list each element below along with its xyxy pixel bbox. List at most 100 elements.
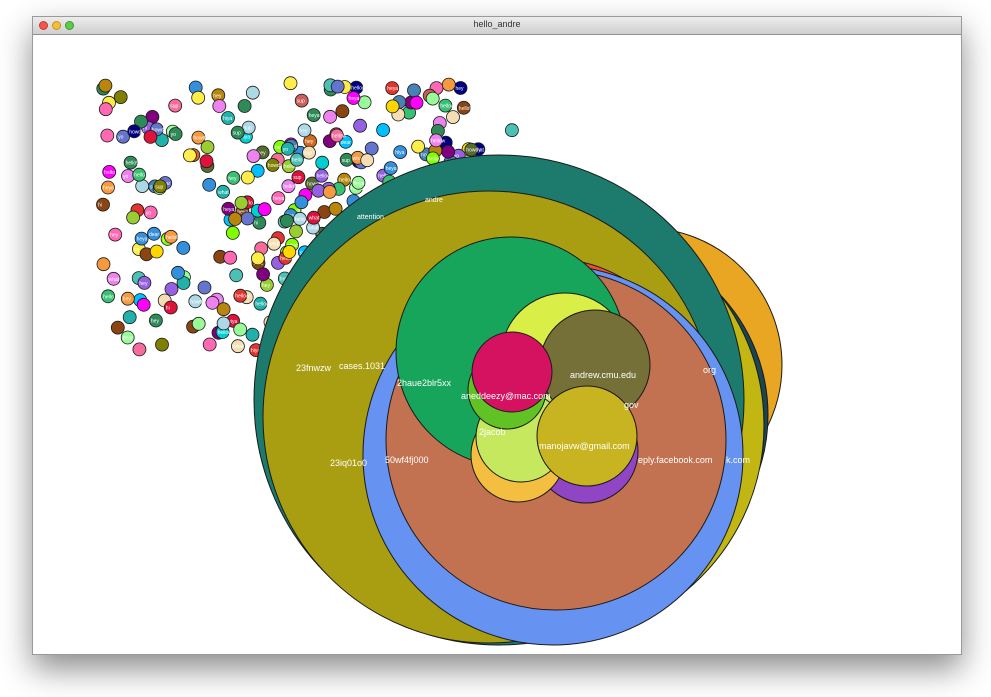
- zoom-window-button[interactable]: [65, 21, 74, 30]
- small-bubble[interactable]: [126, 210, 140, 225]
- small-bubble[interactable]: [212, 99, 227, 113]
- small-bubble[interactable]: [294, 195, 309, 210]
- small-bubble[interactable]: [353, 118, 368, 133]
- small-bubble[interactable]: what: [306, 210, 321, 225]
- small-bubble[interactable]: hi: [252, 215, 267, 230]
- small-bubble[interactable]: [149, 244, 164, 259]
- small-bubble[interactable]: sup: [294, 93, 309, 108]
- small-bubble[interactable]: [441, 77, 456, 92]
- small-bubble[interactable]: [425, 91, 440, 106]
- small-bubble[interactable]: [216, 316, 231, 331]
- small-bubble[interactable]: [98, 78, 113, 93]
- small-bubble[interactable]: hey: [226, 170, 241, 185]
- small-bubble[interactable]: sup: [153, 179, 168, 194]
- small-bubble[interactable]: [182, 148, 197, 163]
- minimize-window-button[interactable]: [52, 21, 61, 30]
- small-bubble[interactable]: yo: [280, 141, 295, 156]
- small-bubble[interactable]: [376, 123, 391, 137]
- small-bubble[interactable]: howdy: [265, 158, 283, 172]
- small-bubble[interactable]: [135, 179, 150, 194]
- small-bubble[interactable]: hiya: [393, 145, 408, 159]
- small-bubble[interactable]: [409, 95, 424, 110]
- small-bubble[interactable]: [360, 153, 375, 168]
- small-bubble[interactable]: [202, 177, 217, 192]
- close-window-button[interactable]: [39, 21, 48, 30]
- small-bubble[interactable]: [98, 102, 113, 117]
- small-bubble[interactable]: hello: [101, 289, 115, 304]
- small-bubble[interactable]: hi: [96, 197, 110, 212]
- small-bubble[interactable]: [171, 265, 185, 280]
- small-bubble[interactable]: howdy: [188, 294, 205, 309]
- circle-mustard[interactable]: [536, 385, 638, 487]
- small-bubble[interactable]: [289, 224, 303, 239]
- small-bubble[interactable]: [100, 128, 115, 143]
- small-bubble[interactable]: [229, 268, 244, 283]
- circle-crimson[interactable]: [471, 331, 553, 413]
- small-bubble[interactable]: [322, 184, 337, 199]
- small-bubble[interactable]: [283, 76, 298, 91]
- small-bubble[interactable]: sup: [291, 170, 306, 185]
- small-bubble[interactable]: hello!: [281, 179, 295, 194]
- small-bubble[interactable]: [223, 250, 238, 265]
- small-bubble[interactable]: hi: [163, 300, 178, 315]
- small-bubble[interactable]: [205, 295, 220, 310]
- small-bubble[interactable]: [113, 90, 128, 104]
- small-bubble[interactable]: hello!: [123, 155, 138, 170]
- small-bubble[interactable]: [176, 240, 191, 255]
- small-bubble[interactable]: what: [267, 236, 282, 251]
- small-bubble[interactable]: [364, 141, 379, 156]
- small-bubble[interactable]: dear: [147, 226, 161, 241]
- small-bubble[interactable]: [411, 139, 426, 154]
- small-bubble[interactable]: what: [106, 271, 121, 286]
- small-bubble[interactable]: hello: [132, 167, 147, 182]
- small-bubble[interactable]: hello: [289, 152, 304, 167]
- small-bubble[interactable]: [257, 202, 272, 217]
- small-bubble[interactable]: howdy: [464, 142, 481, 157]
- small-bubble[interactable]: [122, 310, 137, 325]
- small-bubble[interactable]: [385, 99, 400, 114]
- small-bubble[interactable]: heya: [271, 191, 286, 206]
- small-bubble[interactable]: heya: [351, 175, 366, 190]
- small-bubble[interactable]: [191, 316, 206, 331]
- small-bubble[interactable]: [136, 297, 151, 312]
- small-bubble[interactable]: [323, 109, 338, 124]
- small-bubble[interactable]: [96, 257, 111, 272]
- small-bubble[interactable]: heya: [385, 81, 400, 95]
- small-bubble[interactable]: [197, 280, 212, 295]
- small-bubble[interactable]: hey: [303, 134, 318, 149]
- title-bar[interactable]: hello_andre: [33, 17, 961, 35]
- small-bubble[interactable]: what: [216, 184, 231, 199]
- small-bubble[interactable]: [246, 149, 261, 163]
- small-bubble[interactable]: [407, 83, 421, 98]
- small-bubble[interactable]: hellow: [233, 288, 250, 303]
- small-bubble[interactable]: hello!: [456, 100, 471, 115]
- small-bubble[interactable]: [245, 327, 260, 342]
- small-bubble[interactable]: hiya: [221, 111, 235, 125]
- small-bubble[interactable]: [315, 155, 330, 170]
- small-bubble[interactable]: [250, 251, 265, 266]
- small-bubble[interactable]: [256, 267, 271, 282]
- small-bubble[interactable]: hey: [137, 275, 152, 290]
- small-bubble[interactable]: [234, 195, 249, 210]
- visualization-canvas[interactable]: hiheyheyayosuphellowhello!helloheyahiyay…: [33, 35, 961, 654]
- small-bubble[interactable]: hellow: [329, 128, 346, 143]
- small-bubble[interactable]: heya: [221, 201, 236, 216]
- small-bubble[interactable]: what: [230, 339, 245, 354]
- small-bubble[interactable]: [228, 212, 243, 226]
- small-bubble[interactable]: hey: [108, 227, 123, 242]
- small-bubble[interactable]: hellow: [438, 98, 455, 113]
- small-bubble[interactable]: hey: [453, 81, 468, 95]
- small-bubble[interactable]: [441, 144, 456, 159]
- small-bubble[interactable]: [216, 302, 231, 317]
- small-bubble[interactable]: hellow: [429, 133, 446, 148]
- small-bubble[interactable]: [143, 130, 158, 144]
- small-bubble[interactable]: hey: [297, 123, 312, 138]
- small-bubble[interactable]: [240, 211, 255, 226]
- small-bubble[interactable]: [199, 154, 214, 169]
- small-bubble[interactable]: heya: [134, 231, 149, 246]
- small-bubble[interactable]: [328, 201, 343, 216]
- small-bubble[interactable]: howdy: [191, 130, 208, 145]
- small-bubble[interactable]: [240, 170, 255, 185]
- small-bubble[interactable]: [155, 337, 169, 352]
- small-bubble[interactable]: hello: [102, 164, 117, 179]
